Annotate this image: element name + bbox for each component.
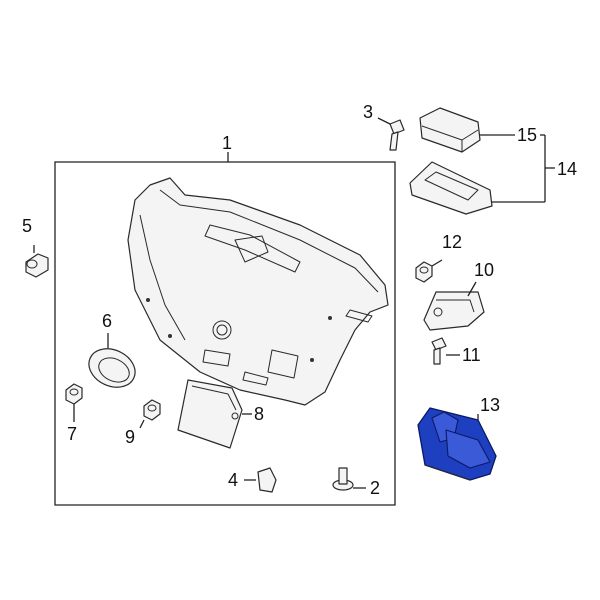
callout-12: 12 (442, 232, 462, 252)
bracket-part-15[interactable] (419, 107, 515, 153)
callout-3: 3 (363, 102, 373, 122)
callout-14: 14 (557, 159, 577, 179)
callout-7: 7 (67, 424, 77, 444)
bolt-part-3[interactable] (377, 117, 405, 151)
grommet-part-9[interactable] (139, 399, 161, 429)
nut-part-12[interactable] (415, 259, 443, 283)
callout-5: 5 (22, 216, 32, 236)
bracket-14-15-leader (540, 134, 555, 202)
cover-plate-part-8[interactable] (177, 379, 252, 449)
callout-4: 4 (228, 470, 238, 490)
callout-9: 9 (125, 427, 135, 447)
callout-13: 13 (480, 395, 500, 415)
callout-11: 11 (462, 345, 481, 365)
latch-actuator-part-13[interactable] (417, 407, 497, 481)
bracket-part-14[interactable] (409, 161, 545, 215)
callout-10: 10 (474, 260, 494, 280)
speaker-ring-part-6[interactable] (83, 333, 142, 394)
trim-panel-box (54, 152, 396, 506)
latch-bracket-part-10[interactable] (423, 281, 485, 331)
trunk-lid-trim-panel[interactable] (127, 177, 389, 406)
push-pin-part-2[interactable] (332, 467, 366, 491)
callout-15: 15 (517, 125, 537, 145)
callout-2: 2 (370, 478, 380, 498)
grommet-part-5[interactable] (25, 245, 49, 278)
bolt-part-11[interactable] (431, 337, 460, 365)
nut-part-7[interactable] (65, 383, 83, 422)
callout-8: 8 (254, 404, 264, 424)
callout-1: 1 (222, 133, 232, 153)
callout-6: 6 (102, 311, 112, 331)
clip-part-4[interactable] (244, 467, 277, 493)
